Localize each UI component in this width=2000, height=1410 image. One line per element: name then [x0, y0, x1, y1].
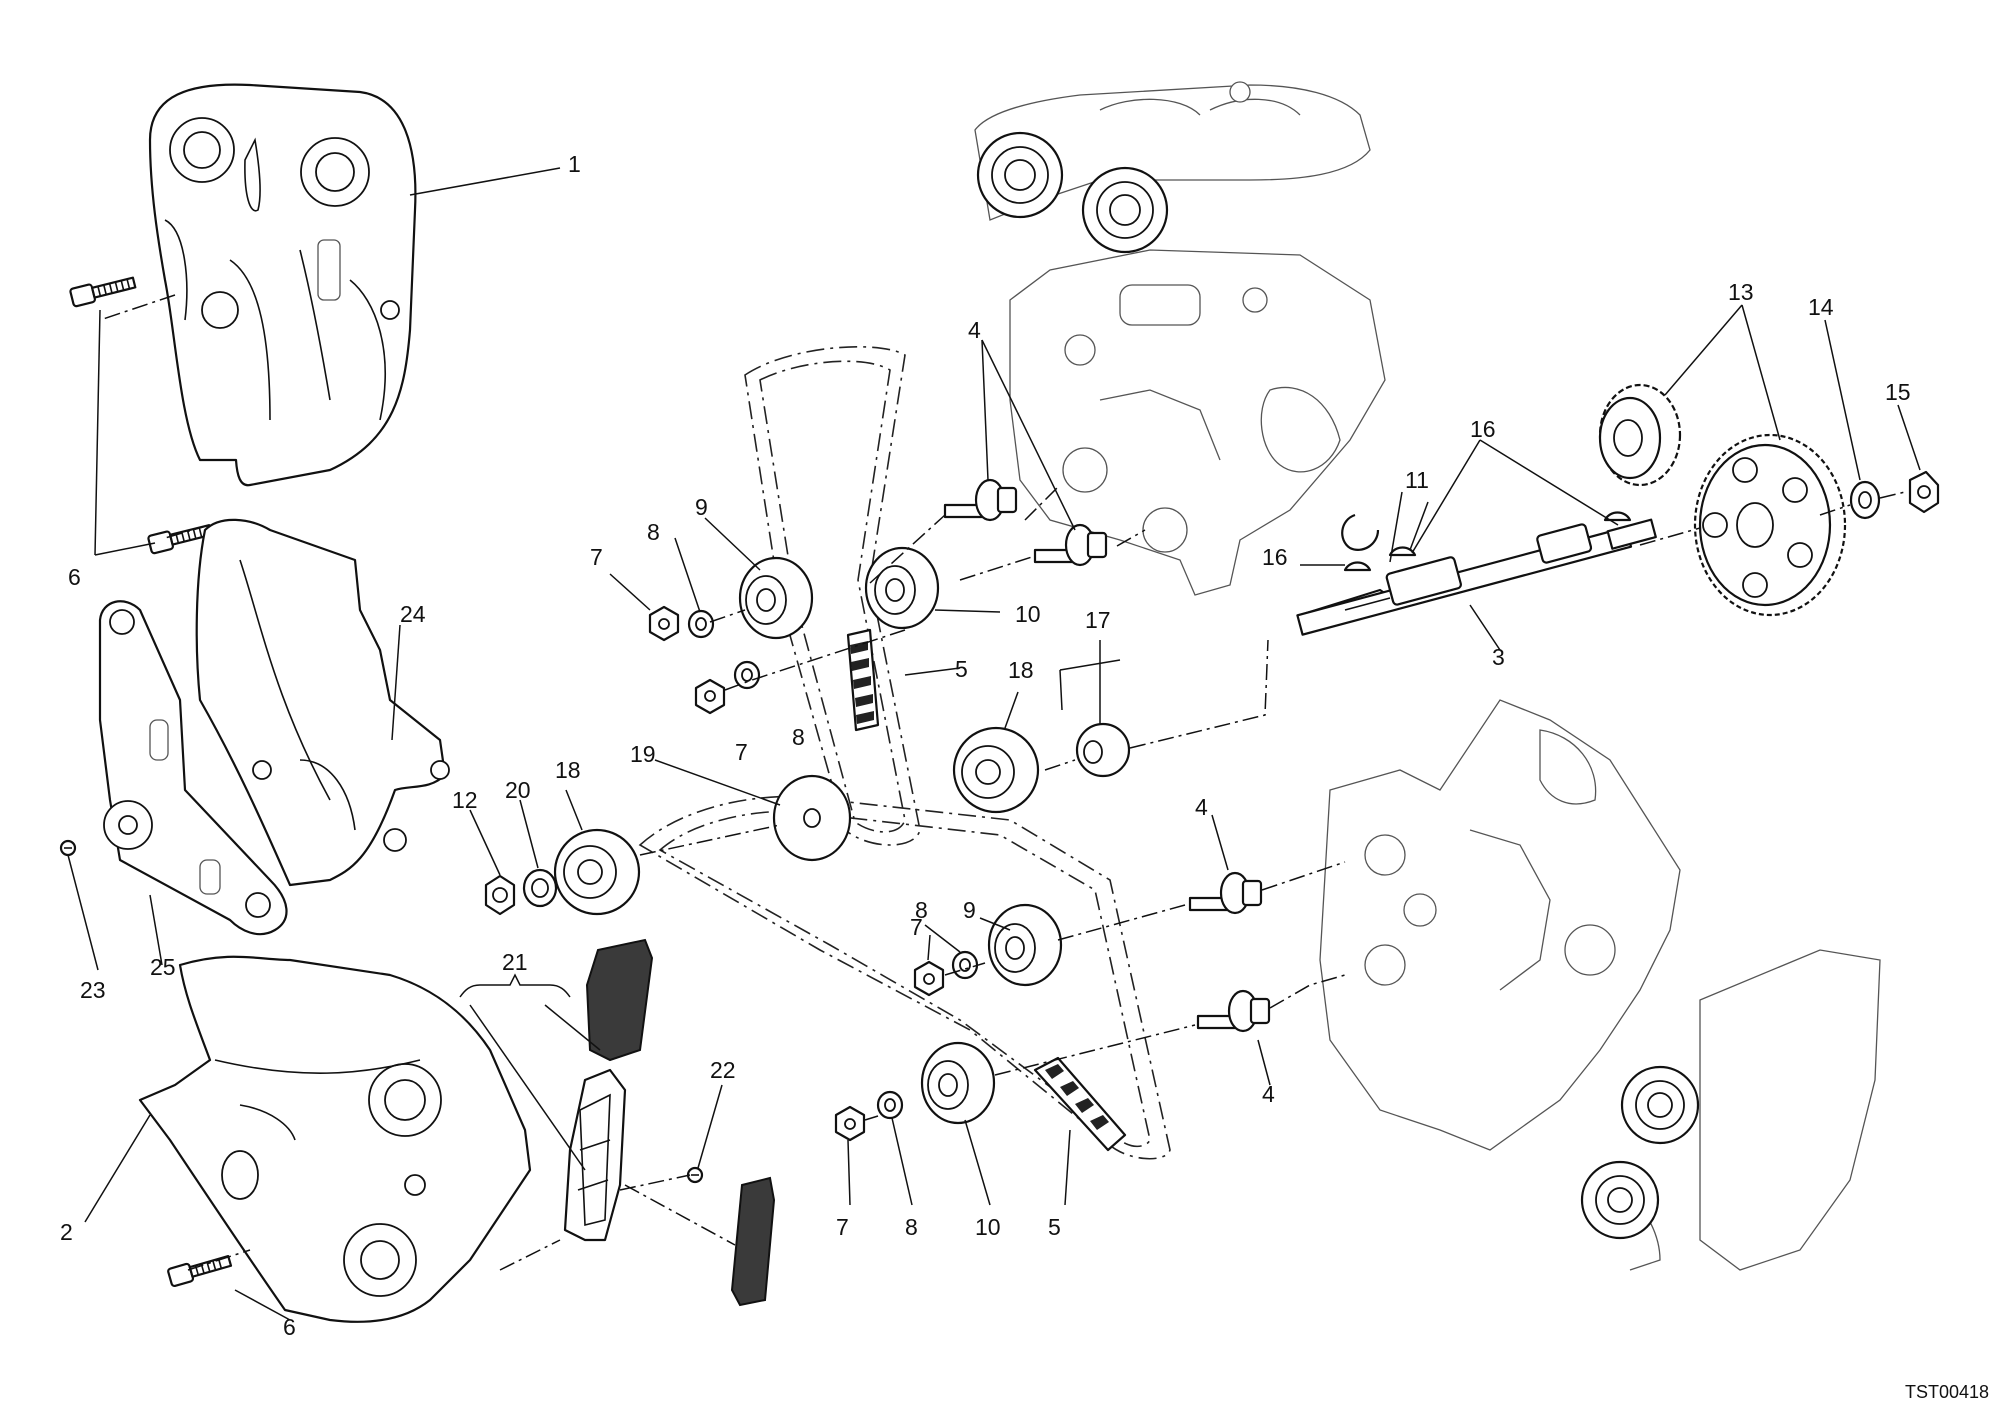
callout-4-b: 4: [1195, 794, 1208, 820]
callout-23: 23: [80, 977, 106, 1003]
idler-pulley-lower-10: [920, 1041, 996, 1125]
callout-7-c: 7: [910, 914, 923, 940]
callout-12: 12: [452, 787, 478, 813]
leader-lines: [67, 167, 1921, 1321]
vertical-cylinder-head-side: [1580, 949, 1881, 1271]
callout-16-b: 16: [1262, 544, 1288, 570]
washer-8b: [733, 660, 761, 690]
woodruff-key-c: [1603, 511, 1632, 522]
callout-3: 3: [1492, 644, 1505, 670]
horizontal-cylinder-head-top: [974, 81, 1371, 254]
small-spur-gear-13: [1598, 383, 1682, 487]
callout-24: 24: [400, 601, 426, 627]
callout-7-b: 7: [735, 739, 748, 765]
callout-18-b: 18: [555, 757, 581, 783]
callout-19: 19: [630, 741, 656, 767]
spacer-17: [1075, 722, 1131, 778]
pulley-pin-lower-a: [1188, 871, 1263, 915]
callout-21: 21: [502, 949, 528, 975]
callout-10-b: 10: [975, 1214, 1001, 1240]
callout-4-a: 4: [968, 317, 981, 343]
callout-8-d: 8: [905, 1214, 918, 1240]
upper-cam-pulley-right: [1081, 166, 1169, 254]
guide-pad-upper: [585, 938, 654, 1062]
callout-8-a: 8: [647, 519, 660, 545]
guide-pad-lower: [730, 1176, 776, 1307]
callout-5-a: 5: [955, 656, 968, 682]
pulley-pin-lower-b: [1196, 989, 1271, 1033]
large-spur-gear-13: [1693, 433, 1847, 617]
callout-8-c: 8: [915, 897, 928, 923]
callout-8-b: 8: [792, 724, 805, 750]
callout-17: 17: [1085, 607, 1111, 633]
pulley-pin-upper-a: [943, 478, 1018, 522]
callout-9-a: 9: [695, 494, 708, 520]
callout-20: 20: [505, 777, 531, 803]
woodruff-key-a: [1343, 561, 1372, 572]
pulley-pin-upper-b: [1033, 523, 1108, 567]
callout-18-a: 18: [1008, 657, 1034, 683]
callout-6-lower: 6: [283, 1314, 296, 1340]
timing-back-plate: [98, 600, 288, 936]
crank-pulley-18-lower: [553, 828, 641, 916]
nut-7d: [834, 1105, 866, 1142]
nut-7b: [694, 678, 726, 715]
idler-pulley-upper-left: [738, 556, 814, 640]
lower-cam-pulley-lower: [1580, 1160, 1660, 1240]
cover-bolts: [69, 276, 233, 1288]
nut-7a: [648, 605, 680, 642]
callout-14: 14: [1808, 294, 1834, 320]
timing-shaft: [1296, 518, 1657, 636]
circlip-11: [1341, 513, 1380, 551]
washer-8d: [876, 1090, 904, 1120]
callout-9-b: 9: [963, 897, 976, 923]
toothed-belt-lower: [1033, 1056, 1127, 1152]
nut-7c: [913, 960, 945, 997]
callout-10-a: 10: [1015, 601, 1041, 627]
callout-13: 13: [1728, 279, 1754, 305]
callout-15: 15: [1885, 379, 1911, 405]
callout-6-upper: 6: [68, 564, 81, 590]
upper-cam-pulley-left: [976, 131, 1064, 219]
gear-nut-15: [1908, 470, 1940, 514]
guide-bolt: [686, 1166, 704, 1184]
lower-cylinder-head: [1319, 699, 1681, 1151]
callout-2: 2: [60, 1219, 73, 1245]
lower-cam-pulley-upper: [1620, 1065, 1700, 1145]
washer-8c: [951, 950, 979, 980]
crank-washer-20: [522, 868, 558, 908]
upper-cylinder-head: [1009, 249, 1386, 596]
gear-washer-14: [1849, 480, 1881, 520]
callout-22: 22: [710, 1057, 736, 1083]
small-screw: [59, 839, 77, 857]
belt-flange-19: [772, 774, 852, 862]
upper-timing-cover: [148, 83, 417, 487]
callout-25: 25: [150, 954, 176, 980]
crank-nut-12: [484, 874, 516, 916]
callout-5-b: 5: [1048, 1214, 1061, 1240]
washer-8a: [687, 609, 715, 639]
idler-pulley-lower-9: [987, 903, 1063, 987]
belt-guide: [563, 1068, 627, 1242]
inner-belt-cover: [195, 518, 450, 887]
lower-timing-cover: [138, 955, 532, 1323]
callout-4-c: 4: [1262, 1081, 1275, 1107]
cam-drive-pulley-18-upper: [952, 726, 1040, 814]
callout-11: 11: [1405, 467, 1429, 493]
alignment-lines: [99, 294, 1906, 1271]
callout-7-a: 7: [590, 544, 603, 570]
diagram-code: TST00418: [1905, 1382, 1989, 1402]
idler-pulley-upper-right: [864, 546, 940, 630]
callout-16-a: 16: [1470, 416, 1496, 442]
callout-7-d: 7: [836, 1214, 849, 1240]
callout-1: 1: [568, 151, 581, 177]
callout-labels: 1 6 24 23 25 2 6 21 22 7 8 9 10 5 7 8 4 …: [60, 151, 1911, 1340]
toothed-belt-upper: [846, 628, 880, 732]
